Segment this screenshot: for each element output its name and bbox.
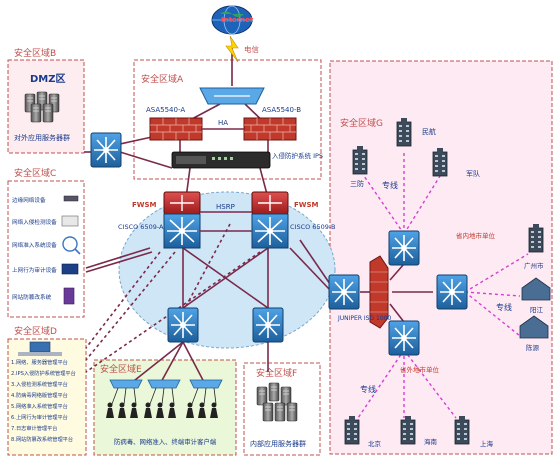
prov-bottom-label: 省外地市单位: [400, 365, 440, 374]
zone-d-list: 1.网络、服务器管理平台 2.IPS入侵防护系统管理平台 3.入侵检测系统管理平…: [11, 358, 76, 443]
zone-d-workstation-icon: [18, 341, 62, 356]
juniper-label: JUNIPER ISG 1000: [337, 315, 391, 322]
building-icon: [396, 117, 412, 147]
zone-d-item: 7.日志审计管理平台: [11, 424, 57, 432]
dedicated-links: [357, 150, 529, 419]
zone-b-box: [7, 59, 85, 154]
f-servers-label: 内部应用服务器群: [250, 439, 306, 448]
g-switch-bottom-icon: [388, 320, 420, 356]
building-icon: [344, 415, 360, 445]
ha-label: HA: [218, 119, 228, 127]
site-minzheng-label: 民航: [422, 127, 436, 136]
client-user-icon: [106, 402, 218, 418]
fwsm-b-icon: [251, 191, 289, 215]
distribution-switch-left-icon: [167, 307, 199, 343]
dmz-label: DMZ区: [30, 73, 66, 85]
cisco-a-label: CISCO 6509-A: [118, 223, 164, 231]
svg-text:网络入侵检测设备: 网络入侵检测设备: [12, 218, 57, 226]
fwsm-right-label: FWSM: [294, 201, 319, 209]
zone-c-item-0: 边缘网络设备: [12, 195, 79, 204]
zone-c-item-2: 网络准入系统设备: [12, 236, 81, 255]
svg-text:上网行为审计设备: 上网行为审计设备: [12, 266, 57, 274]
hsrp-label: HSRP: [216, 203, 235, 211]
zone-d-item: 5.网络准入系统管理平台: [11, 402, 68, 410]
zone-f-title: 安全区域F: [256, 367, 297, 379]
zone-d-title: 安全区域D: [14, 325, 57, 337]
dmz-servers-label: 对外应用服务器群: [14, 133, 70, 142]
asa-a-firewall-icon: [149, 117, 203, 141]
fwsm-a-icon: [163, 191, 201, 215]
prov-top-label: 省内地市单位: [456, 231, 496, 240]
house-icon: [519, 315, 549, 339]
zone-d-box: [7, 338, 87, 456]
dotted-links: [85, 223, 261, 373]
zone-c-item-3: 上网行为审计设备: [12, 263, 79, 275]
site-guangzhou-label: 广州市: [524, 261, 544, 270]
zone-d-item: 1.网络、服务器管理平台: [11, 358, 68, 366]
asa-a-label: ASA5540-A: [146, 106, 185, 114]
site-yangjiang-label: 阳江: [530, 305, 544, 314]
core-switch-a-icon: [163, 213, 201, 249]
g-switch-right-icon: [436, 274, 468, 310]
svg-text:网络准入系统设备: 网络准入系统设备: [12, 241, 57, 249]
zhuanxian-bottom-label: 专线: [360, 384, 376, 394]
zone-d-item: 6.上网行为审计管理平台: [11, 413, 68, 421]
zone-d-item: 3.入侵检测系统管理平台: [11, 380, 68, 388]
access-switch-icon: [109, 379, 223, 389]
ips-appliance-icon: [171, 151, 271, 169]
e-client-links: [111, 387, 217, 405]
distribution-switch-right-icon: [252, 307, 284, 343]
zone-c-title: 安全区域C: [14, 167, 56, 179]
internet-label: Internet: [221, 16, 254, 24]
building-icon: [400, 415, 416, 445]
site-jinshan-label: 陈源: [526, 343, 540, 352]
border-router-icon: [199, 87, 265, 105]
lightning-icon: [225, 35, 239, 63]
ips-label: 入侵防护系统 IPS: [272, 151, 323, 160]
fwsm-left-label: FWSM: [132, 201, 157, 209]
core-cloud: [118, 191, 336, 349]
asa-b-firewall-icon: [243, 117, 297, 141]
zone-a-title: 安全区域A: [141, 73, 184, 85]
zone-a-box: [133, 59, 322, 180]
telecom-label: 电信: [244, 44, 259, 54]
building-icon: [432, 147, 448, 177]
zone-g-title: 安全区域G: [340, 117, 383, 129]
zhuanxian-right-label: 专线: [496, 302, 512, 312]
building-icon: [528, 223, 544, 253]
e-clients-label: 防病毒、网络准入、终端审计客户端: [114, 437, 217, 446]
site-hainan-label: 海南: [424, 437, 438, 446]
zone-d-item: 8.网站防篡改系统管理平台: [11, 435, 73, 443]
zone-g-box: [329, 60, 553, 455]
g-switch-top-icon: [388, 230, 420, 266]
core-links: [84, 48, 433, 385]
house-icon: [521, 277, 551, 301]
zone-e-title: 安全区域E: [100, 363, 142, 375]
juniper-firewall-icon: [369, 255, 389, 329]
site-junfen-label: 军队: [466, 169, 480, 178]
dmz-switch-icon: [90, 132, 122, 168]
core-switch-b-icon: [251, 213, 289, 249]
building-icon: [454, 415, 470, 445]
zone-c-item-1: 网络入侵检测设备: [12, 215, 79, 227]
asa-b-label: ASA5540-B: [262, 106, 301, 114]
cisco-b-label: CISCO 6509-B: [290, 223, 335, 231]
zone-c-item-4: 网站防篡改系统: [12, 287, 75, 305]
svg-text:网站防篡改系统: 网站防篡改系统: [12, 293, 52, 301]
site-sanfang-label: 三防: [350, 179, 364, 188]
zone-d-item: 2.IPS入侵防护系统管理平台: [11, 369, 76, 377]
building-icon: [352, 145, 368, 175]
zhuanxian-top-label: 专线: [382, 180, 398, 190]
g-edge-switch-icon: [328, 274, 360, 310]
internet-globe-icon: [211, 5, 253, 35]
zone-d-item: 4.防病毒网络版管理平台: [11, 391, 68, 399]
zone-b-title: 安全区域B: [14, 47, 56, 59]
site-shanghai-label: 上海: [480, 439, 494, 448]
site-beijing-label: 北京: [368, 439, 382, 448]
svg-text:边缘网络设备: 边缘网络设备: [12, 196, 46, 204]
